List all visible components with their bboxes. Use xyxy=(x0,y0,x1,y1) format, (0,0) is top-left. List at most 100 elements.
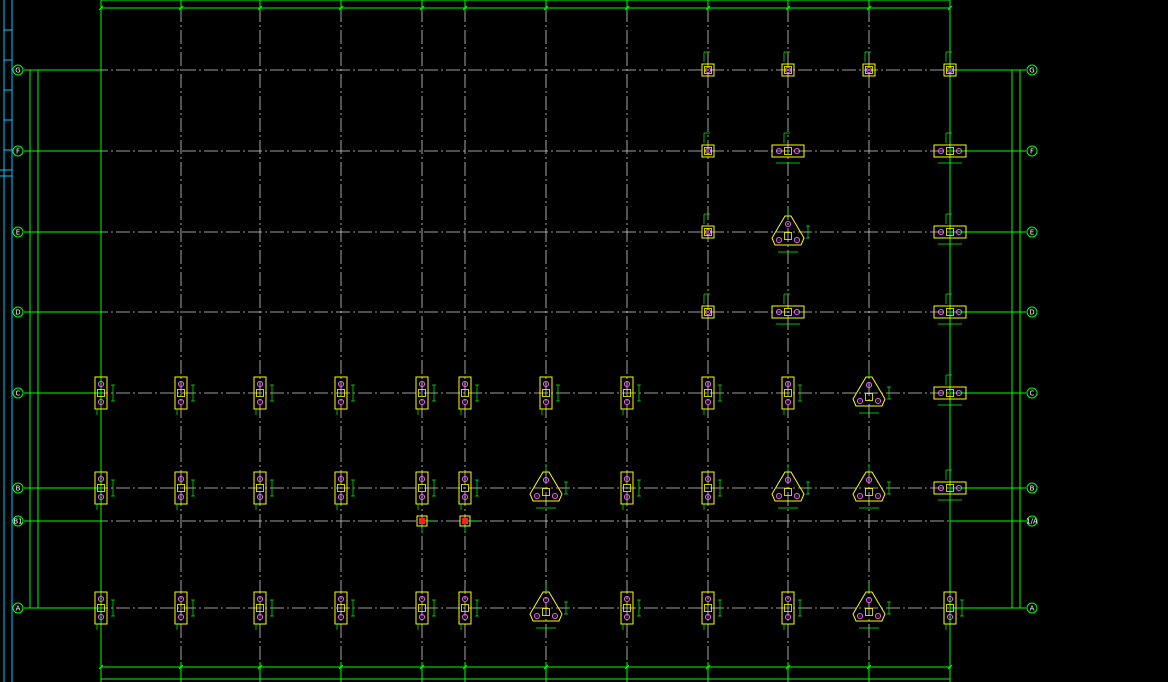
bottom-slash-6 xyxy=(543,664,549,670)
column-outline xyxy=(623,604,631,612)
cap-outline xyxy=(933,481,967,495)
pile xyxy=(97,613,105,621)
two-pile-cap-vertical xyxy=(701,376,722,415)
column-outline xyxy=(946,147,954,155)
row-bubble-left-6 xyxy=(12,515,24,527)
column-outline xyxy=(461,389,469,397)
row-bubble-right-6 xyxy=(1026,515,1038,527)
two-pile-cap-horizontal xyxy=(933,132,967,164)
column-outline xyxy=(704,604,712,612)
column-outline xyxy=(704,147,712,155)
pile xyxy=(256,380,264,388)
pile xyxy=(418,493,426,501)
cap-outline xyxy=(781,376,795,410)
column-outline xyxy=(337,389,345,397)
pile xyxy=(937,147,945,155)
pile xyxy=(461,380,469,388)
top-slash-10 xyxy=(866,5,872,11)
pile xyxy=(704,380,712,388)
single-pile-cap xyxy=(701,51,715,77)
axis-grid-lines xyxy=(28,8,1012,670)
row-bubble-left-0 xyxy=(12,64,24,76)
cap-outline xyxy=(529,591,563,622)
pile xyxy=(177,475,185,483)
row-label-left: F xyxy=(16,148,20,156)
cap-outline xyxy=(701,225,715,239)
pile xyxy=(704,398,712,406)
row-bubble-right-0 xyxy=(1026,64,1038,76)
two-pile-cap-vertical xyxy=(701,591,722,630)
three-pile-cap xyxy=(852,464,891,509)
row-label-right: A xyxy=(1030,605,1035,613)
pile xyxy=(533,612,541,620)
bottom-slash-7 xyxy=(624,664,630,670)
cap-outline xyxy=(94,471,108,505)
three-pile-cap xyxy=(771,464,810,509)
pile xyxy=(704,308,712,316)
top-slash-0 xyxy=(98,5,104,11)
cap-outline xyxy=(174,591,188,625)
column-outline xyxy=(784,604,792,612)
cap-outline xyxy=(415,471,429,505)
pile xyxy=(551,612,559,620)
small-red-cap xyxy=(459,515,479,533)
top-slash-3 xyxy=(338,5,344,11)
pile xyxy=(946,66,954,74)
small-red-cap xyxy=(416,515,436,533)
row-label-left: A xyxy=(16,605,21,613)
top-slash-1 xyxy=(178,5,184,11)
pile xyxy=(856,397,864,405)
bottom-slash-5 xyxy=(462,664,468,670)
column-outline xyxy=(704,228,712,236)
bottom-slash-9 xyxy=(785,664,791,670)
column-outline xyxy=(97,604,105,612)
pile xyxy=(874,397,882,405)
cap-outline xyxy=(933,305,967,319)
column-outline xyxy=(784,66,792,74)
column-outline xyxy=(256,604,264,612)
column-outline xyxy=(784,389,792,397)
row-label-right: E xyxy=(1030,229,1034,237)
column-outline xyxy=(784,147,792,155)
row-label-right: 1/A xyxy=(1026,518,1038,526)
row-label-left: C xyxy=(16,390,21,398)
pile xyxy=(256,475,264,483)
cap-outline xyxy=(781,591,795,625)
pile xyxy=(937,389,945,397)
row-bubble-right-3 xyxy=(1026,306,1038,318)
two-pile-cap-vertical xyxy=(415,471,436,510)
row-bubble-right-7 xyxy=(1026,602,1038,614)
left-toolbar-strip[interactable] xyxy=(0,0,13,682)
pile xyxy=(337,595,345,603)
top-slash-6 xyxy=(543,5,549,11)
cap-outline xyxy=(943,591,957,625)
pile xyxy=(418,475,426,483)
pile xyxy=(177,380,185,388)
row-bubble-left-7 xyxy=(12,602,24,614)
column-outline xyxy=(704,484,712,492)
pile xyxy=(775,308,783,316)
two-pile-cap-vertical xyxy=(415,376,436,415)
column-outline xyxy=(256,484,264,492)
column-outline xyxy=(418,389,426,397)
pile xyxy=(775,236,783,244)
cap-outline xyxy=(458,591,472,625)
two-pile-cap-vertical xyxy=(253,376,274,415)
column-outline xyxy=(946,604,954,612)
bottom-slash-0 xyxy=(98,664,104,670)
pile xyxy=(704,475,712,483)
top-slash-9 xyxy=(785,5,791,11)
two-pile-cap-vertical xyxy=(253,471,274,510)
cap-outline xyxy=(94,376,108,410)
pile xyxy=(704,595,712,603)
pile xyxy=(418,398,426,406)
three-pile-cap xyxy=(529,464,568,509)
pile xyxy=(946,595,954,603)
pile xyxy=(542,596,550,604)
pile xyxy=(97,398,105,406)
column-outline xyxy=(177,604,185,612)
column-outline xyxy=(461,604,469,612)
two-pile-cap-vertical xyxy=(620,471,641,510)
two-pile-cap-vertical xyxy=(701,471,722,510)
